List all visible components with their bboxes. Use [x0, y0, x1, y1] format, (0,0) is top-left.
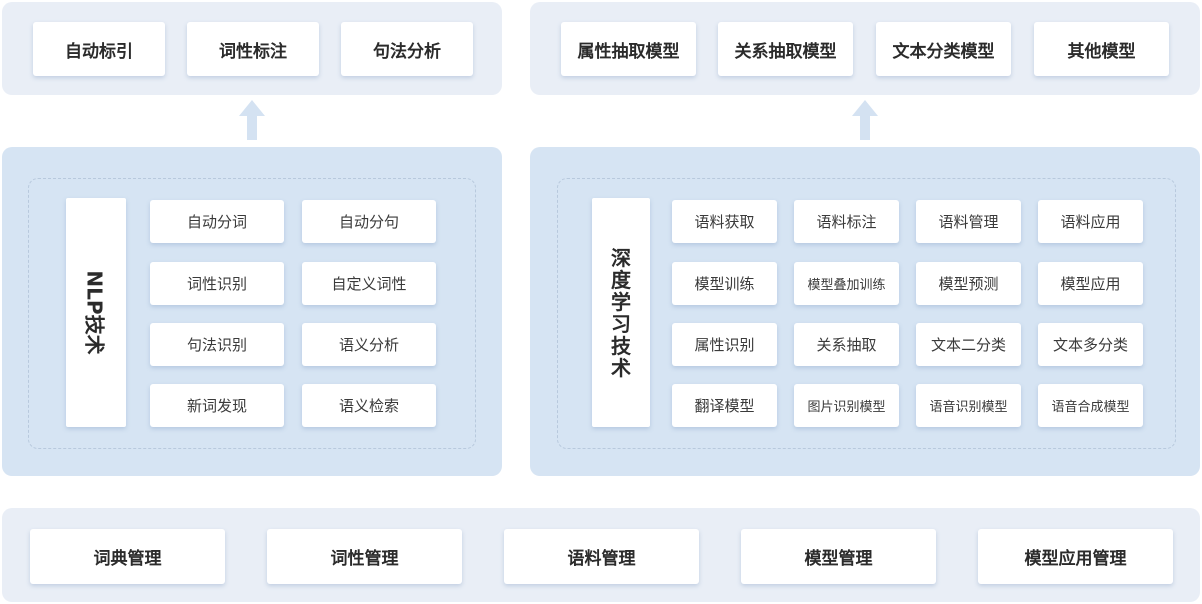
nlp-item[interactable]: 新词发现 — [150, 384, 284, 427]
arrow-up-icon — [852, 100, 878, 140]
right-top-item[interactable]: 其他模型 — [1034, 22, 1169, 76]
dl-item[interactable]: 翻译模型 — [672, 384, 777, 427]
nlp-title: NLP技术 — [82, 270, 107, 355]
nlp-item[interactable]: 自动分词 — [150, 200, 284, 243]
nlp-item[interactable]: 自定义词性 — [302, 262, 436, 305]
dl-item[interactable]: 属性识别 — [672, 323, 777, 366]
bottom-item[interactable]: 词典管理 — [30, 529, 225, 584]
right-top-item[interactable]: 关系抽取模型 — [718, 22, 853, 76]
dl-item[interactable]: 语料标注 — [794, 200, 899, 243]
nlp-dashed-frame — [28, 178, 476, 449]
dl-item[interactable]: 语音识别模型 — [916, 384, 1021, 427]
dl-title-card: 深度学习技术 — [592, 198, 650, 427]
dl-item[interactable]: 模型预测 — [916, 262, 1021, 305]
dl-item[interactable]: 语料获取 — [672, 200, 777, 243]
right-top-item[interactable]: 属性抽取模型 — [561, 22, 696, 76]
dl-item[interactable]: 语料应用 — [1038, 200, 1143, 243]
dl-item[interactable]: 语料管理 — [916, 200, 1021, 243]
dl-item[interactable]: 图片识别模型 — [794, 384, 899, 427]
dl-item[interactable]: 关系抽取 — [794, 323, 899, 366]
arrow-up-icon — [239, 100, 265, 140]
dl-title: 深度学习技术 — [611, 245, 631, 380]
left-top-item[interactable]: 自动标引 — [33, 22, 165, 76]
nlp-item[interactable]: 句法识别 — [150, 323, 284, 366]
nlp-item[interactable]: 自动分句 — [302, 200, 436, 243]
nlp-item[interactable]: 语义分析 — [302, 323, 436, 366]
left-top-item[interactable]: 句法分析 — [341, 22, 473, 76]
bottom-item[interactable]: 语料管理 — [504, 529, 699, 584]
bottom-item[interactable]: 模型应用管理 — [978, 529, 1173, 584]
dl-item[interactable]: 文本多分类 — [1038, 323, 1143, 366]
nlp-item[interactable]: 语义检索 — [302, 384, 436, 427]
nlp-item[interactable]: 词性识别 — [150, 262, 284, 305]
bottom-item[interactable]: 模型管理 — [741, 529, 936, 584]
dl-item[interactable]: 文本二分类 — [916, 323, 1021, 366]
dl-item[interactable]: 模型叠加训练 — [794, 262, 899, 305]
dl-item[interactable]: 语音合成模型 — [1038, 384, 1143, 427]
dl-item[interactable]: 模型应用 — [1038, 262, 1143, 305]
right-top-item[interactable]: 文本分类模型 — [876, 22, 1011, 76]
left-top-item[interactable]: 词性标注 — [187, 22, 319, 76]
dl-item[interactable]: 模型训练 — [672, 262, 777, 305]
bottom-item[interactable]: 词性管理 — [267, 529, 462, 584]
dl-dashed-frame — [557, 178, 1176, 449]
nlp-title-card: NLP技术 — [66, 198, 126, 427]
